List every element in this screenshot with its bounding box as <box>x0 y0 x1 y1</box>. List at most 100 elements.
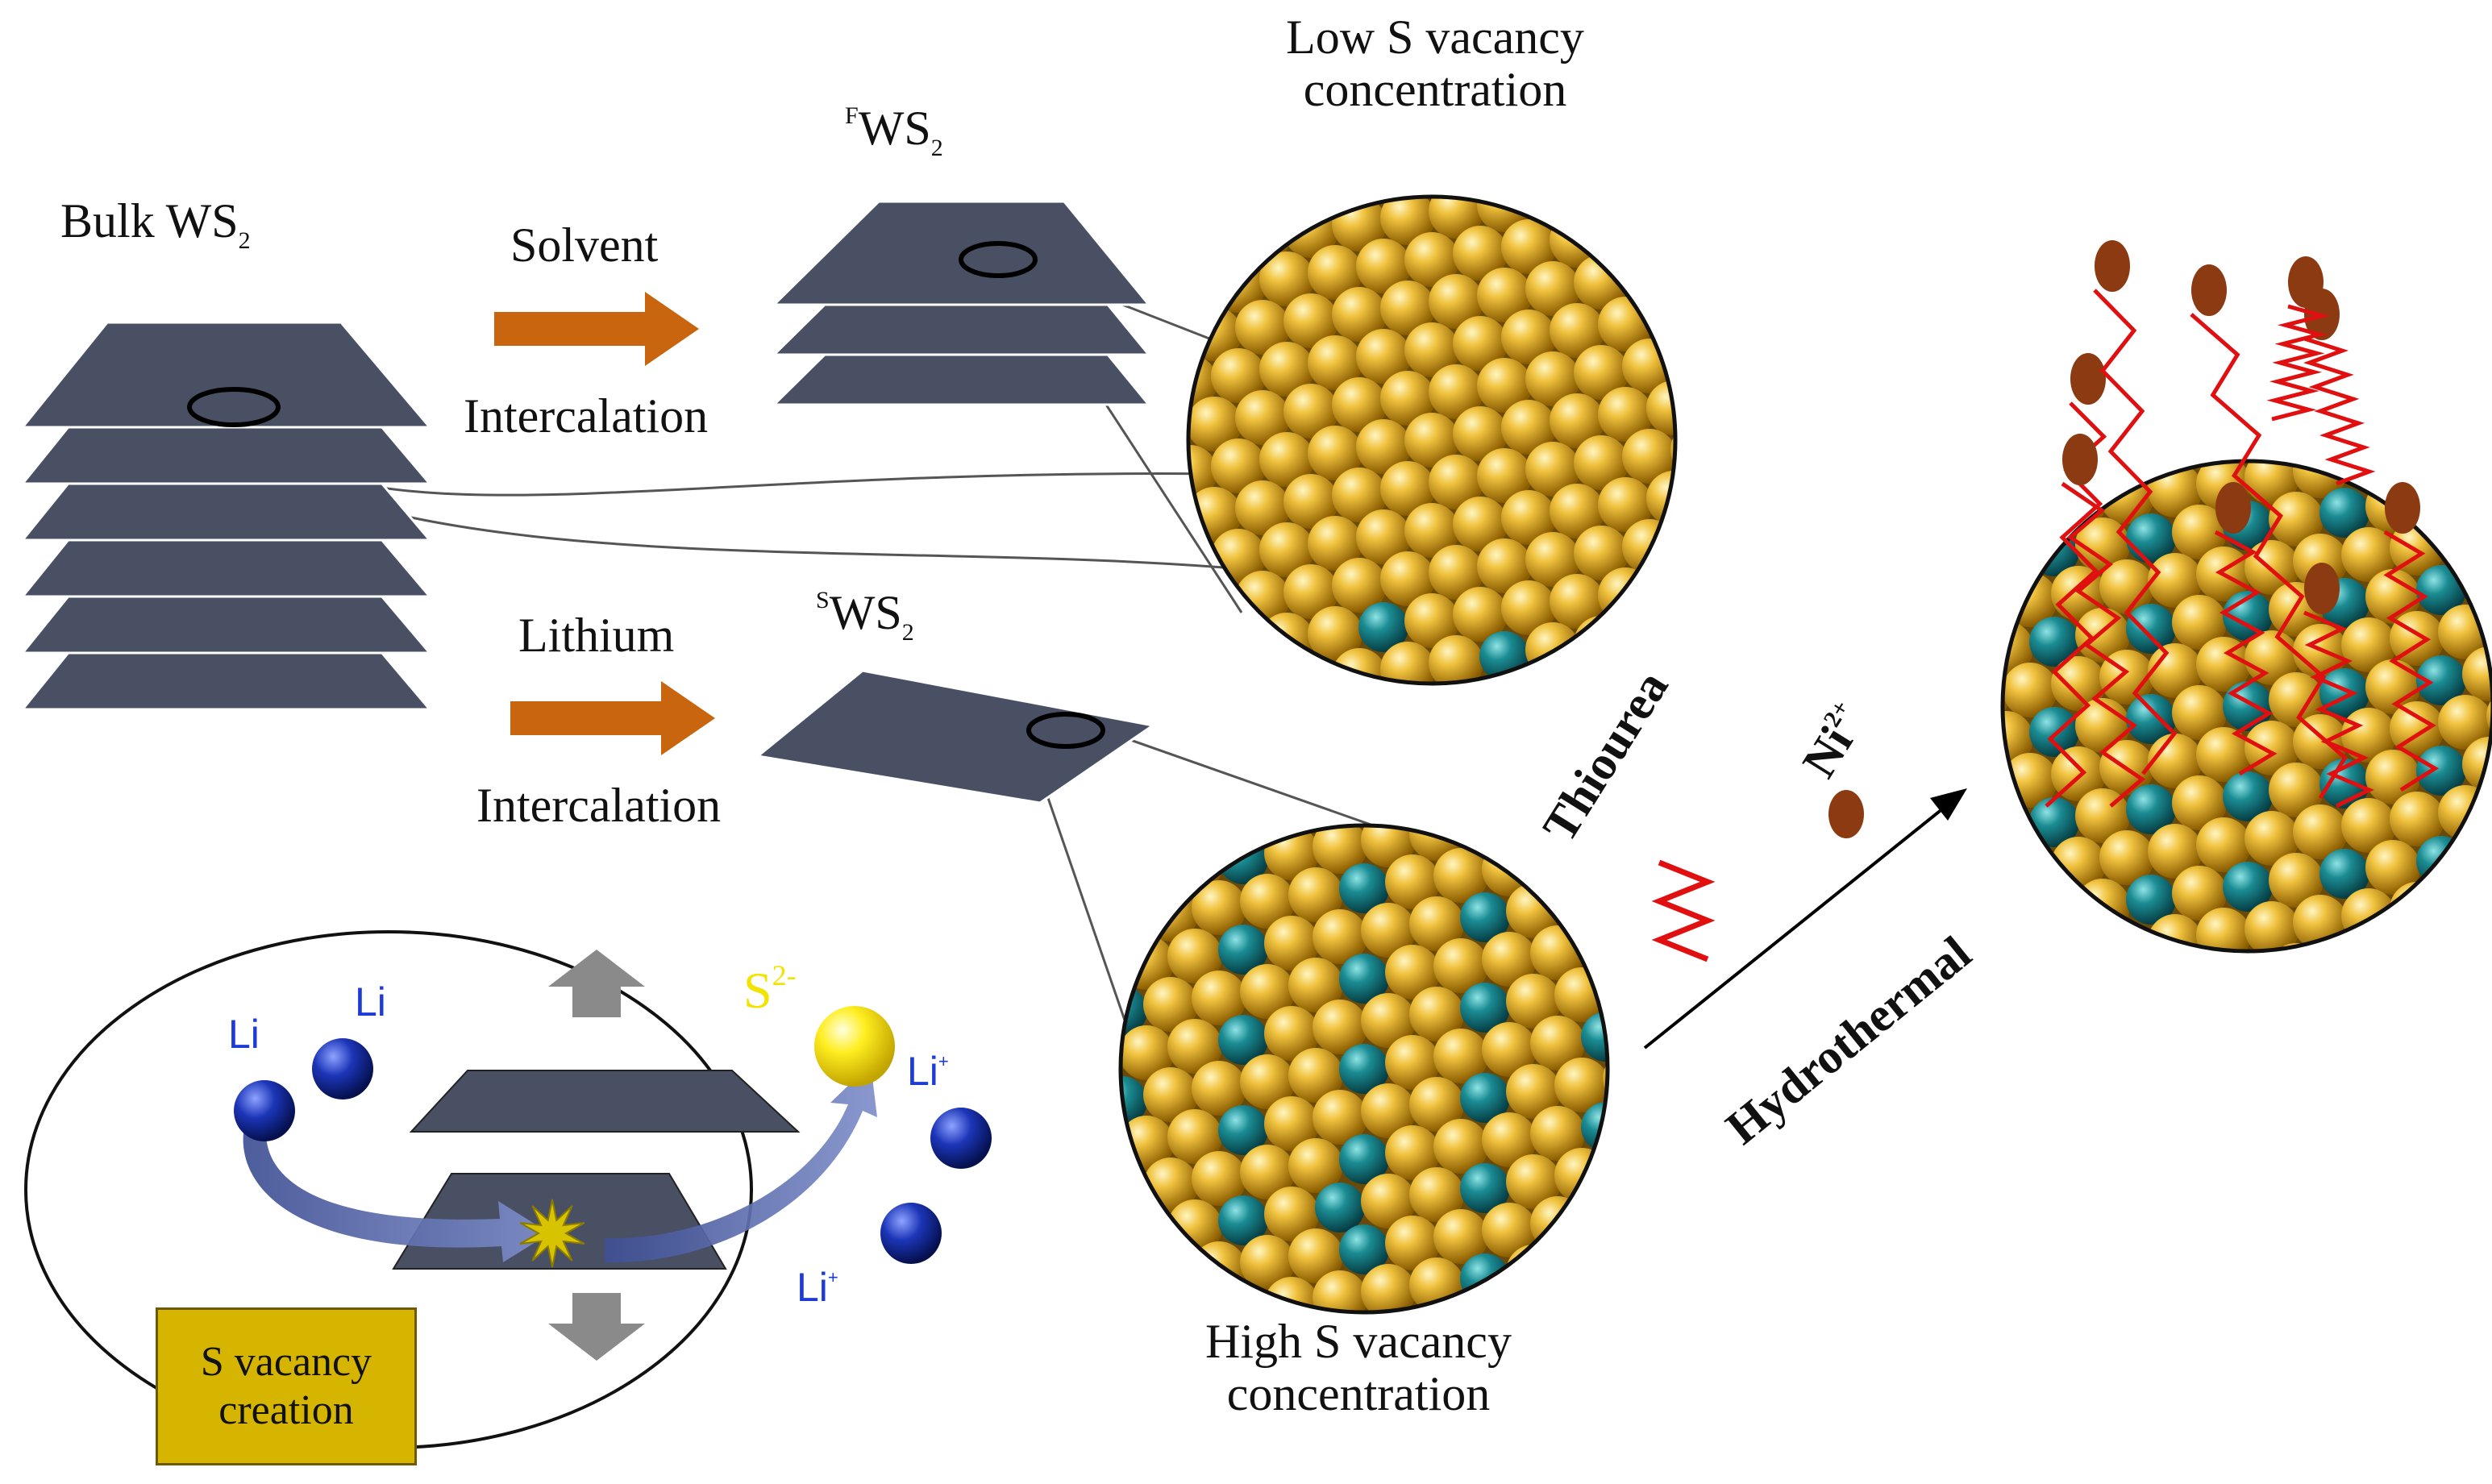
tungsten-atom <box>2029 797 2079 847</box>
sulfur-atom <box>1259 432 1314 487</box>
sulfur-atom <box>1361 1083 1416 1138</box>
ni-ion <box>1828 790 1864 838</box>
sulfur-atom <box>1121 1025 1174 1080</box>
tungsten-atom <box>1460 892 1510 942</box>
sulfur-atom <box>1313 909 1367 964</box>
li-in-flow-arrow <box>243 1133 550 1262</box>
sulfur-atom <box>2003 663 2057 717</box>
sulfur-atom <box>1506 1064 1561 1119</box>
vacancy-creation-box: S vacancy creation <box>156 1307 417 1465</box>
sulfur-atom <box>1670 422 1675 477</box>
inset-upper-sheet <box>409 1070 801 1133</box>
sulfur-atom <box>2269 763 2324 817</box>
sulfur-atom <box>2486 598 2492 653</box>
sulfur-atom <box>1482 1203 1537 1257</box>
ni-ion-bound <box>2191 264 2227 316</box>
solvent-label: Solvent <box>510 218 659 272</box>
sulfur-atom <box>1240 1054 1295 1109</box>
sulfur-atom <box>1308 197 1362 210</box>
sulfur-atom <box>1550 484 1604 538</box>
sulfur-atom <box>1501 400 1556 455</box>
sulfur-atom <box>2099 559 2154 614</box>
sulfur-atom <box>1332 648 1387 684</box>
sulfur-atom <box>1240 1145 1295 1199</box>
thiourea-chain <box>2266 304 2331 422</box>
sulfur-atom <box>2196 908 2251 951</box>
sulfur-atom <box>1506 1154 1561 1209</box>
sws2-focus-ring <box>1026 712 1105 749</box>
sulfur-atom <box>1283 564 1338 619</box>
tungsten-atom <box>1339 954 1389 1004</box>
sulfur-atom <box>1404 232 1459 287</box>
sulfur-atom <box>2365 750 2420 804</box>
sulfur-atom <box>2148 553 2203 608</box>
tungsten-atom <box>1581 921 1608 971</box>
tungsten-atom <box>2319 939 2369 951</box>
sulfur-atom <box>1433 1119 1488 1174</box>
tungsten-atom <box>2029 707 2079 757</box>
sulfur-atom <box>1550 303 1604 358</box>
sulfur-atom <box>1235 390 1290 445</box>
sulfur-atom <box>1477 358 1532 413</box>
sws2-sheet <box>755 669 1156 804</box>
sulfur-atom <box>1288 958 1343 1012</box>
sulfur-atom <box>2172 775 2227 830</box>
sulfur-atom <box>2172 685 2227 740</box>
sulfur-atom <box>1264 1187 1319 1241</box>
sulfur-atom <box>1453 497 1508 551</box>
sulfur-atom <box>1530 1016 1585 1070</box>
sulfur-ion-label: S2- <box>743 959 797 1019</box>
thiourea-chain <box>2383 530 2440 792</box>
tungsten-atom <box>2223 862 2273 912</box>
tungsten-atom <box>1218 925 1268 975</box>
ni-ion-bound <box>2304 563 2340 614</box>
sulfur-atom <box>1525 261 1580 316</box>
tungsten-atom <box>1358 602 1408 652</box>
hydrothermal-arrow-line <box>1643 807 1945 1050</box>
top-intercalation-label: Intercalation <box>464 389 709 443</box>
bottom-intercalation-label: Intercalation <box>476 779 722 832</box>
sulfur-atom <box>1409 1257 1464 1312</box>
sulfur-atom <box>1433 938 1488 993</box>
sulfur-atom <box>1603 1051 1608 1106</box>
li-atom-1 <box>234 1080 295 1141</box>
sulfur-atom <box>1380 197 1435 245</box>
hydrothermal-arrow-head <box>1930 788 1967 821</box>
sulfur-atom <box>1603 961 1608 1016</box>
sulfur-atom <box>1264 1006 1319 1061</box>
sulfur-atom <box>2148 824 2203 879</box>
tungsten-atom <box>1121 1166 1147 1216</box>
sulfur-atom <box>2293 804 2348 859</box>
sulfur-atom <box>1240 1235 1295 1290</box>
vacancy-creation-line2: creation <box>218 1387 354 1433</box>
sulfur-atom <box>1332 468 1387 522</box>
sulfur-atom <box>1308 335 1362 390</box>
sulfur-atom <box>2390 882 2444 937</box>
sulfur-atom <box>1404 593 1459 648</box>
li-label-1: Li <box>228 1012 260 1057</box>
vacancy-creation-line1: S vacancy <box>200 1339 372 1386</box>
sulfur-atom <box>1385 945 1440 1000</box>
sulfur-atom <box>2269 492 2324 547</box>
sulfur-atom <box>1167 1019 1222 1074</box>
sulfur-atom <box>1380 281 1435 335</box>
sulfur-atom <box>1288 867 1343 922</box>
sulfur-atom <box>1356 239 1411 293</box>
sulfur-atom <box>1453 316 1508 371</box>
sulfur-atom <box>1550 574 1604 629</box>
sulfur-atom <box>2172 866 2227 921</box>
fws2-focus-ring <box>959 241 1038 278</box>
sulfur-atom <box>1313 825 1367 874</box>
sulfur-atom <box>2003 759 2009 814</box>
sulfur-atom <box>1385 854 1440 909</box>
ni-ion-bound <box>2070 353 2106 405</box>
tungsten-atom <box>2223 771 2273 821</box>
sulfur-atom <box>1477 538 1532 593</box>
sulfur-atom <box>2075 518 2130 572</box>
tungsten-atom <box>1218 1105 1268 1155</box>
sulfur-atom <box>1288 1048 1343 1103</box>
solvent-intercalation-arrow <box>494 292 699 366</box>
sulfur-atom <box>1429 455 1483 509</box>
sulfur-atom <box>1240 825 1295 838</box>
